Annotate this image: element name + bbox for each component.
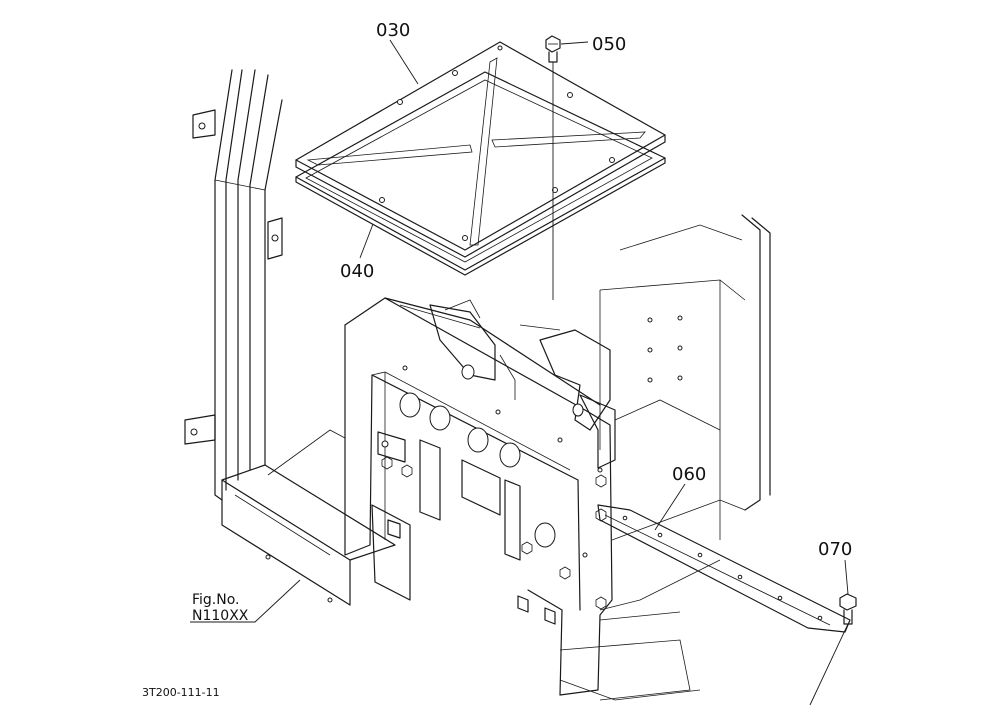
- callout-070: 070: [818, 539, 852, 560]
- cover-plate-030: [295, 41, 666, 258]
- callout-030: 030: [376, 20, 410, 41]
- figure-ref-number: N110XX: [192, 608, 249, 624]
- figure-ref-label: Fig.No.: [192, 592, 240, 608]
- diagram-code: 3T200-111-11: [142, 686, 220, 699]
- floor-lines: [267, 399, 746, 701]
- callout-040: 040: [340, 261, 374, 282]
- leader-lines: [190, 39, 849, 706]
- bolt-050: [545, 35, 561, 63]
- callout-060: 060: [672, 464, 706, 485]
- right-side-wall: [559, 214, 771, 701]
- left-side-panel: [184, 69, 396, 606]
- cover-strip-060: [597, 504, 851, 633]
- callout-050: 050: [592, 34, 626, 55]
- pivot-brackets: [429, 299, 616, 469]
- gasket-040: [295, 71, 666, 276]
- main-frame: [344, 297, 613, 696]
